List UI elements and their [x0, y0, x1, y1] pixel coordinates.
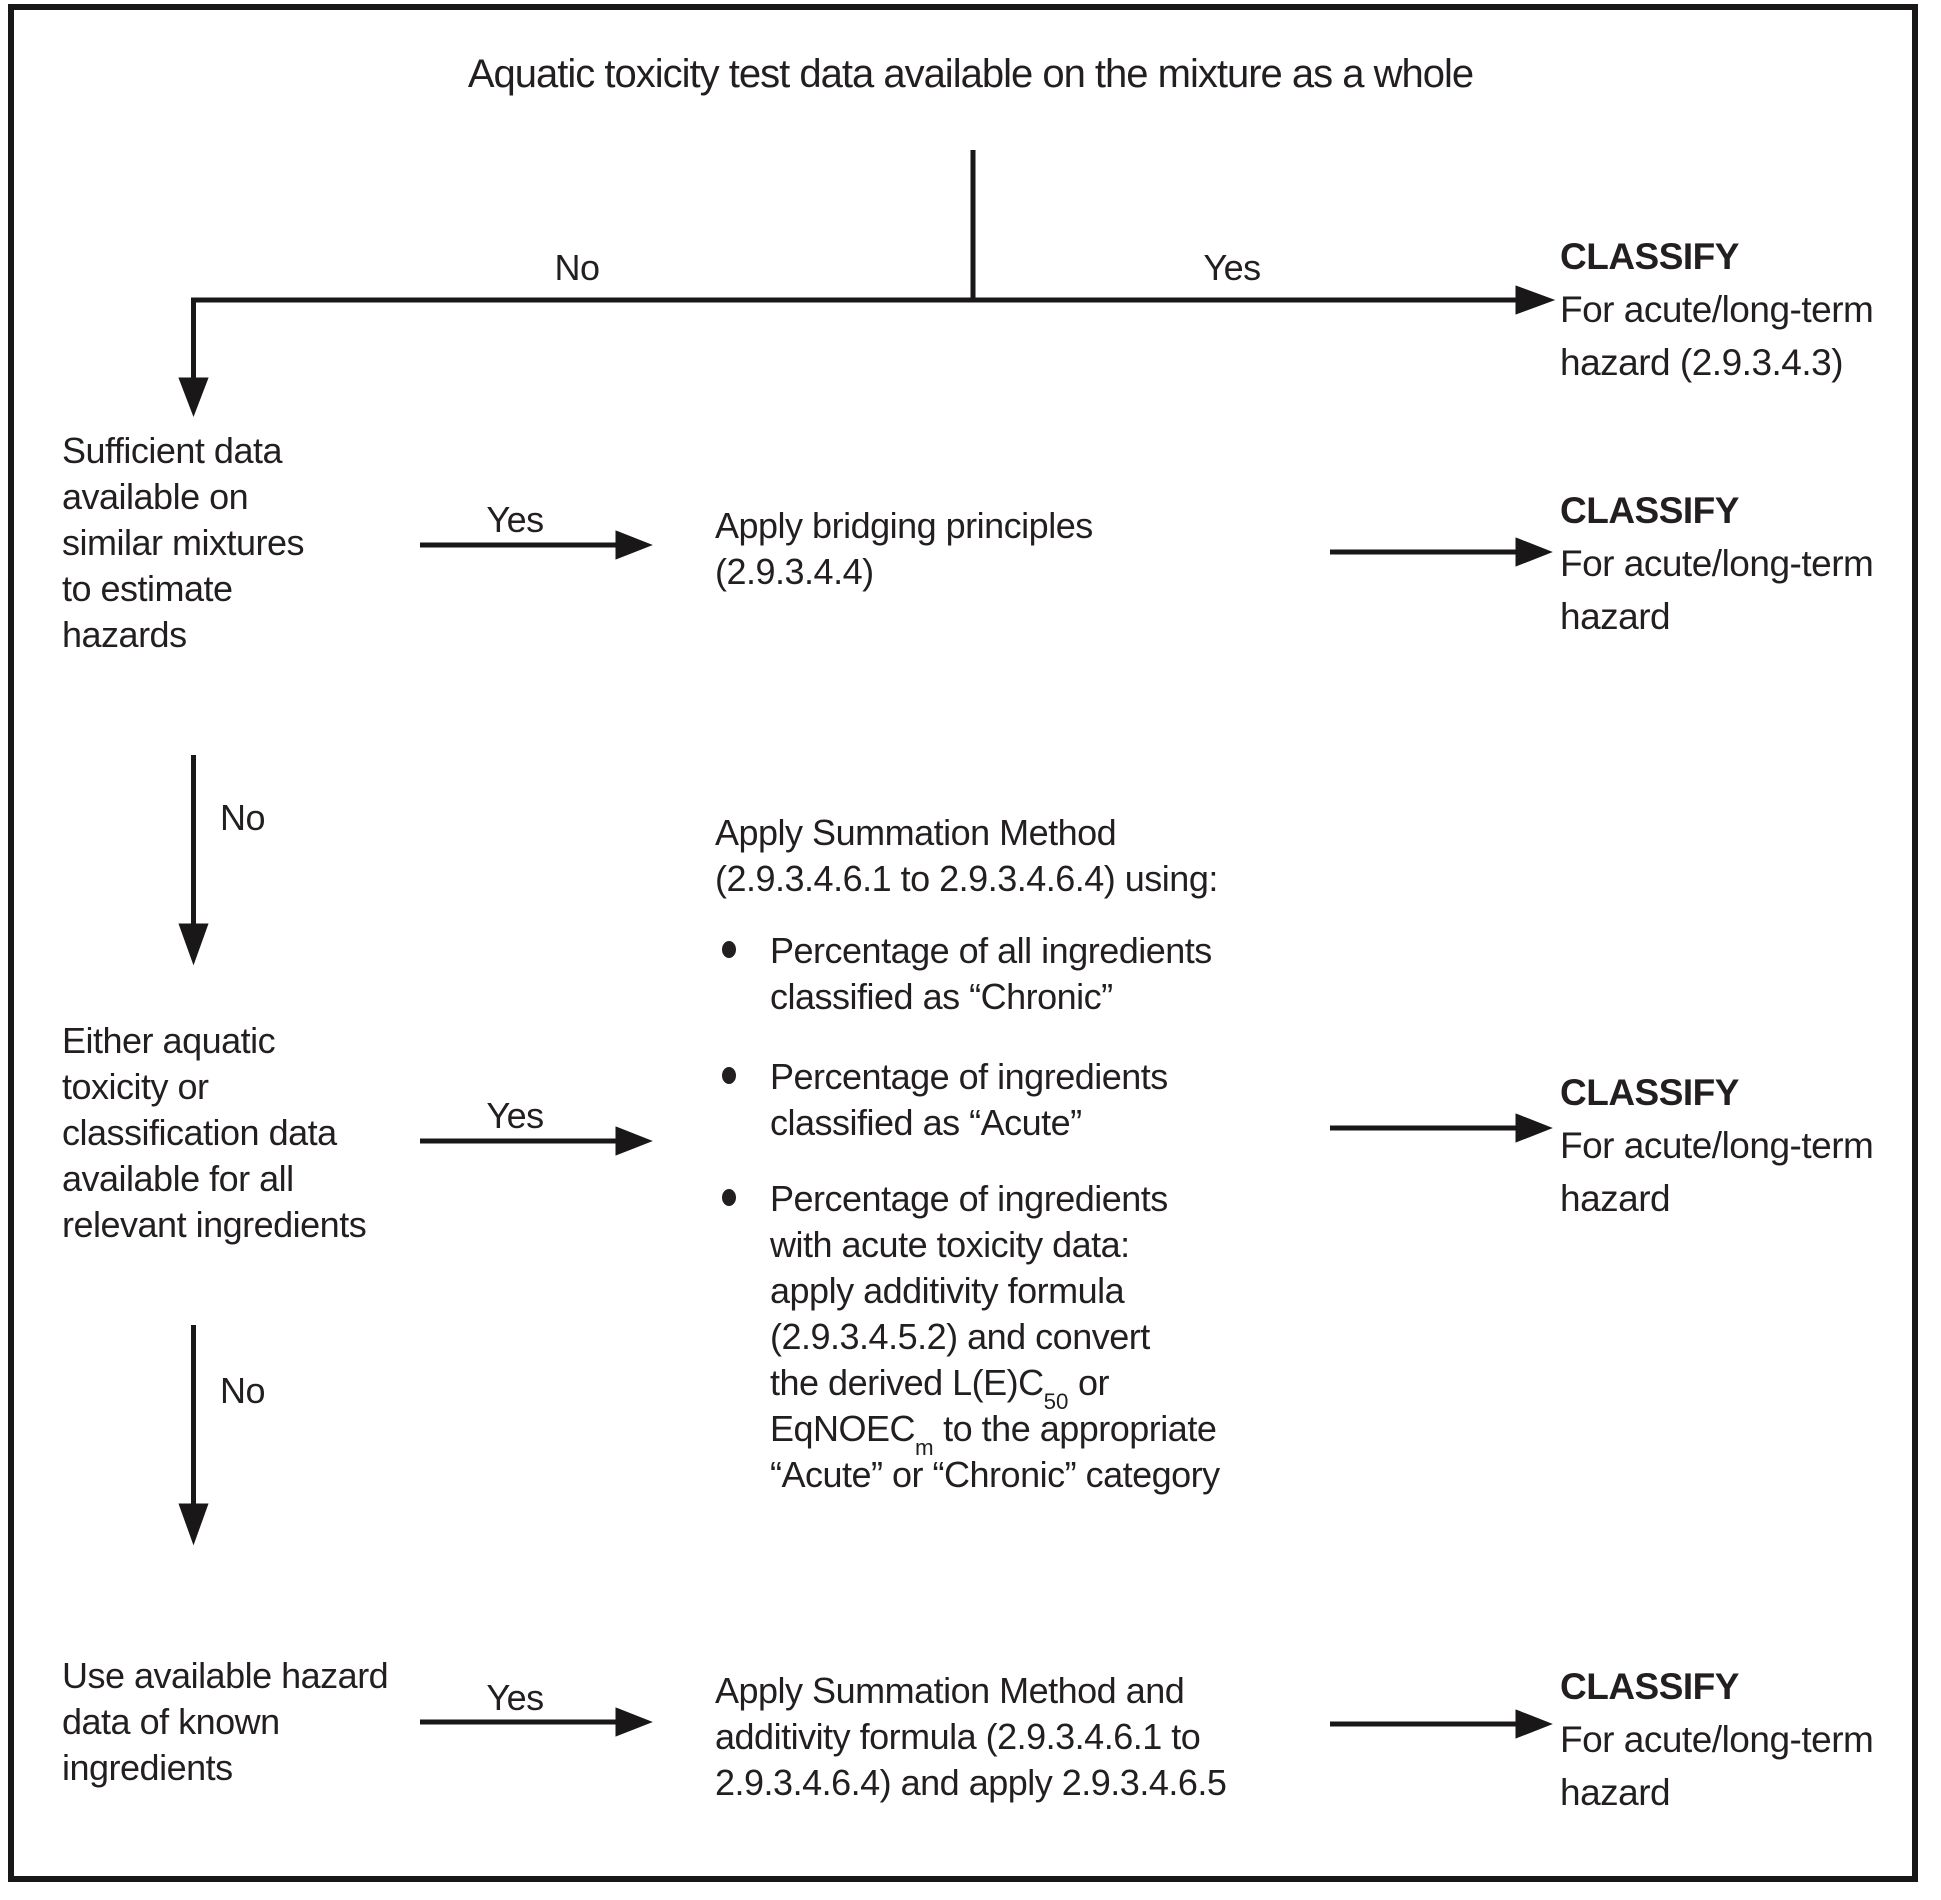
- text-line: Percentage of ingredients: [770, 1178, 1168, 1219]
- text-line: classified as “Acute”: [770, 1102, 1082, 1143]
- bullet-dot-icon: [722, 941, 736, 958]
- arrowhead-bridging-classify-icon: [1515, 537, 1553, 567]
- text-line: similar mixtures: [62, 522, 305, 563]
- outcome-classify-4: CLASSIFY For acute/long-term hazard: [1560, 1660, 1874, 1819]
- decision-node-ingredient-data: Either aquatic toxicity or classification …: [62, 1018, 367, 1248]
- text-line: Percentage of all ingredients: [770, 930, 1212, 971]
- arrowhead-summation-classify-icon: [1515, 1113, 1553, 1143]
- text-line: For acute/long-term: [1560, 289, 1874, 330]
- text-line: with acute toxicity data:: [770, 1224, 1130, 1265]
- text-line: 2.9.3.4.6.4) and apply 2.9.3.4.6.5: [715, 1762, 1227, 1803]
- outcome-classify-2: CLASSIFY For acute/long-term hazard: [1560, 484, 1874, 643]
- text-line: toxicity or: [62, 1066, 209, 1107]
- text-line: EqNOECm to the appropriate: [770, 1408, 1217, 1461]
- diagram-title: Aquatic toxicity test data available on …: [467, 52, 1474, 96]
- text-line: Use available hazard: [62, 1655, 389, 1696]
- text-line: available on: [62, 476, 249, 517]
- text-line: the derived L(E)C50 or: [770, 1362, 1109, 1415]
- branch-label-node3-yes: Yes: [486, 1677, 544, 1718]
- action-bridging-principles: Apply bridging principles (2.9.3.4.4): [715, 503, 1093, 595]
- text-line: hazard (2.9.3.4.3): [1560, 342, 1844, 383]
- classify-heading: CLASSIFY: [1560, 490, 1739, 531]
- text-line: additivity formula (2.9.3.4.6.1 to: [715, 1716, 1201, 1757]
- text-line: For acute/long-term: [1560, 1125, 1874, 1166]
- text-line: available for all: [62, 1158, 294, 1199]
- branch-label-node2-no: No: [220, 1370, 266, 1411]
- text-line: hazards: [62, 614, 187, 655]
- action-summation-header: Apply Summation Method (2.9.3.4.6.1 to 2.…: [715, 810, 1218, 902]
- classify-heading: CLASSIFY: [1560, 1072, 1739, 1113]
- text-line: apply additivity formula: [770, 1270, 1125, 1311]
- arrowhead-node1-yes-icon: [615, 530, 653, 560]
- bullet-text-acute: Percentage of ingredients classified as “…: [770, 1054, 1168, 1146]
- arrowhead-additivity-classify-icon: [1515, 1709, 1553, 1739]
- text-line: (2.9.3.4.4): [715, 551, 874, 592]
- arrowhead-node2-yes-icon: [615, 1126, 653, 1156]
- bullet-text-additivity: Percentage of ingredients with acute toxi…: [770, 1176, 1220, 1498]
- text-line: “Acute” or “Chronic” category: [770, 1454, 1220, 1495]
- decision-node-known-ingredients: Use available hazard data of known ingredi…: [62, 1653, 389, 1791]
- text-line: Either aquatic: [62, 1020, 276, 1061]
- text-line: Apply bridging principles: [715, 505, 1093, 546]
- text-line: classification data: [62, 1112, 337, 1153]
- branch-label-node1-no: No: [220, 797, 266, 838]
- bullet-dot-icon: [722, 1189, 736, 1206]
- branch-label-node2-yes: Yes: [486, 1095, 544, 1136]
- text-line: Apply Summation Method and: [715, 1670, 1185, 1711]
- classify-body: For acute/long-term hazard (2.9.3.4.3): [1560, 283, 1874, 389]
- classify-heading: CLASSIFY: [1560, 236, 1739, 277]
- arrowhead-top-yes-icon: [1515, 285, 1556, 315]
- text-line: relevant ingredients: [62, 1204, 367, 1245]
- classify-body: For acute/long-term hazard: [1560, 1119, 1874, 1225]
- diagram-border: [8, 4, 1918, 1882]
- outcome-classify-1: CLASSIFY For acute/long-term hazard (2.9.…: [1560, 230, 1874, 389]
- classify-body: For acute/long-term hazard: [1560, 537, 1874, 643]
- branch-label-node1-yes: Yes: [486, 499, 544, 540]
- bullet-dot-icon: [722, 1067, 736, 1084]
- text-line: hazard: [1560, 1772, 1671, 1813]
- action-summation-additivity: Apply Summation Method and additivity for…: [715, 1668, 1227, 1806]
- text-line: For acute/long-term: [1560, 543, 1874, 584]
- text-line: classified as “Chronic”: [770, 976, 1113, 1017]
- arrowhead-node1-no-icon: [178, 923, 209, 966]
- text-line: hazard: [1560, 596, 1671, 637]
- text-line: Percentage of ingredients: [770, 1056, 1168, 1097]
- text-line: (2.9.3.4.5.2) and convert: [770, 1316, 1150, 1357]
- classify-heading: CLASSIFY: [1560, 1666, 1739, 1707]
- decision-node-similar-mixtures: Sufficient data available on similar mixtu…: [62, 428, 305, 658]
- arrowhead-node2-no-icon: [178, 1503, 209, 1546]
- text-line: hazard: [1560, 1178, 1671, 1219]
- branch-label-top-yes: Yes: [1203, 247, 1261, 288]
- text-line: data of known: [62, 1701, 280, 1742]
- text-line: Sufficient data: [62, 430, 283, 471]
- text-line: (2.9.3.4.6.1 to 2.9.3.4.6.4) using:: [715, 858, 1218, 899]
- outcome-classify-3: CLASSIFY For acute/long-term hazard: [1560, 1066, 1874, 1225]
- arrowhead-node3-yes-icon: [615, 1707, 653, 1737]
- text-line: For acute/long-term: [1560, 1719, 1874, 1760]
- classify-body: For acute/long-term hazard: [1560, 1713, 1874, 1819]
- text-line: ingredients: [62, 1747, 233, 1788]
- branch-label-top-no: No: [554, 247, 600, 288]
- bullet-text-chronic: Percentage of all ingredients classified …: [770, 928, 1212, 1020]
- text-line: Apply Summation Method: [715, 812, 1117, 853]
- arrowhead-top-no-icon: [178, 377, 209, 417]
- text-line: to estimate: [62, 568, 233, 609]
